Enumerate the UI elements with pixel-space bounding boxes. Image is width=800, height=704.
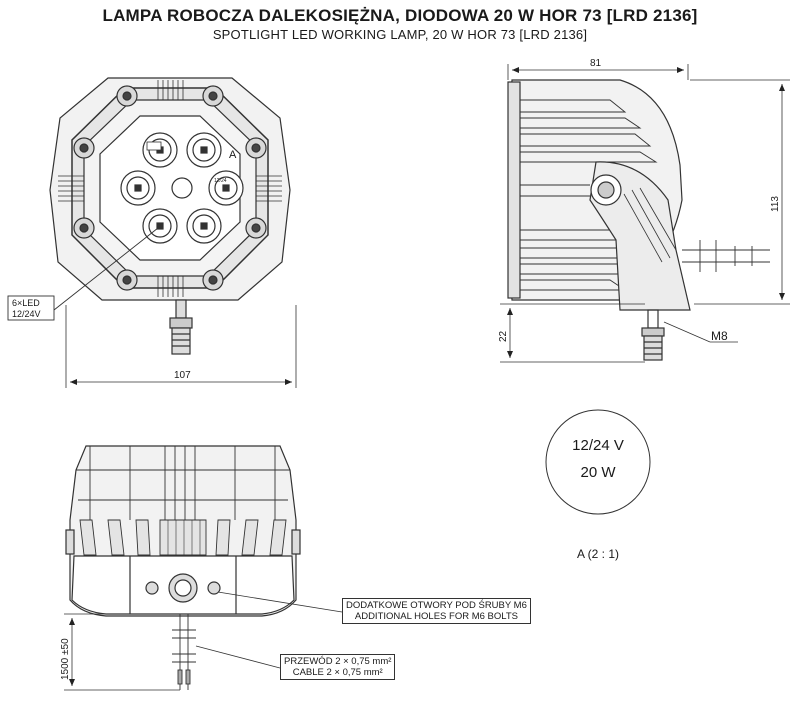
cable-callout-pl: PRZEWÓD 2 × 0,75 mm² [284, 656, 392, 667]
holes-callout-pl: DODATKOWE OTWORY POD ŚRUBY M6 [346, 600, 527, 611]
detail-a-circle [545, 409, 651, 515]
drawing-subtitle: SPOTLIGHT LED WORKING LAMP, 20 W HOR 73 … [212, 27, 588, 42]
bolt-dimension [500, 303, 738, 363]
cable-callout-box: PRZEWÓD 2 × 0,75 mm² CABLE 2 × 0,75 mm² [280, 654, 396, 680]
holes-callout-box: DODATKOWE OTWORY POD ŚRUBY M6 ADDITIONAL… [342, 598, 531, 624]
holes-callout-en: ADDITIONAL HOLES FOR M6 BOLTS [354, 611, 518, 622]
depth-dimension-value: 81 [590, 58, 602, 69]
bolt-dimension-value: 22 [498, 330, 509, 342]
cable-length-dimension [64, 613, 180, 691]
bottom-view [65, 445, 301, 690]
front-view [49, 77, 291, 355]
side-view [507, 79, 770, 361]
led-callout-line2: 12/24V [12, 309, 41, 319]
drawing-title: LAMPA ROBOCZA DALEKOSIĘŻNA, DIODOWA 20 W… [102, 6, 698, 25]
detail-power: 20 W [580, 464, 616, 481]
depth-dimension [507, 64, 689, 80]
led-callout-line1: 6×LED [12, 298, 40, 308]
detail-scale: A (2 : 1) [577, 547, 619, 561]
detail-voltage: 12/24 V [572, 437, 624, 454]
led-tiny-label: 12/24 [214, 178, 227, 184]
height-dimension [690, 79, 790, 305]
cable-length-value: 1500 ±50 [60, 638, 71, 680]
detail-marker-a: A [229, 149, 237, 161]
width-dimension-value: 107 [174, 370, 191, 381]
led-callout-leader [7, 227, 159, 321]
holes-leader [217, 591, 343, 613]
cable-callout-en: CABLE 2 × 0,75 mm² [292, 667, 383, 678]
bolt-thread-label: M8 [711, 329, 728, 343]
width-dimension [65, 305, 297, 388]
height-dimension-value: 113 [770, 196, 781, 212]
cable-leader [195, 645, 281, 669]
